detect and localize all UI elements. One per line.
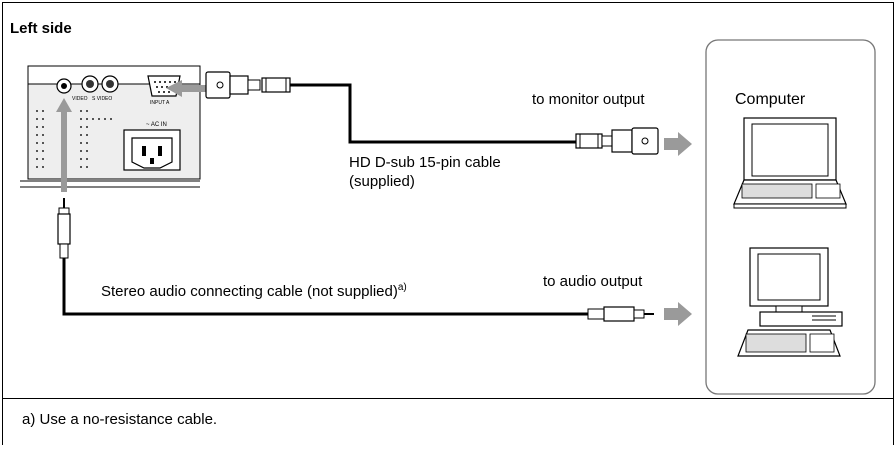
- dsub-cable-label-line1: HD D-sub 15-pin cable: [349, 154, 501, 171]
- laptop-icon: [733, 117, 847, 209]
- figure-frame-bottom: [2, 398, 893, 399]
- audio-output-label: to audio output: [543, 273, 643, 290]
- arrow-icon-monitor: [664, 132, 692, 156]
- footnote: a) Use a no-resistance cable.: [22, 411, 218, 428]
- arrow-icon-up: [56, 98, 72, 192]
- monitor-output-label: to monitor output: [532, 91, 645, 108]
- dsub-cable: [290, 83, 578, 144]
- video-label: VIDEO: [72, 96, 88, 102]
- desktop-computer-icon: [737, 247, 843, 357]
- svideo-label: S VIDEO: [92, 96, 112, 102]
- stereo-audio-cable: [62, 258, 590, 316]
- side-heading: Left side: [10, 20, 72, 37]
- projector-side-panel: [20, 65, 201, 188]
- dsub-cable-label-line2: (supplied): [349, 173, 415, 190]
- dsub-connector-icon-computer: [575, 127, 659, 155]
- computer-label: Computer: [735, 91, 806, 108]
- stereo-cable-note-ref: a): [397, 282, 407, 293]
- arrow-icon-audio: [664, 302, 692, 326]
- input-a-label: INPUT A: [150, 100, 170, 106]
- ac-in-label: ~ AC IN: [146, 122, 167, 128]
- stereo-cable-label: Stereo audio connecting cable (not suppl…: [101, 283, 407, 301]
- audio-plug-icon-computer: [587, 306, 654, 322]
- arrow-icon: [166, 80, 208, 97]
- stereo-cable-text: Stereo audio connecting cable (not suppl…: [101, 283, 398, 300]
- audio-plug-icon: [57, 198, 71, 259]
- dsub-connector-icon: [205, 71, 291, 99]
